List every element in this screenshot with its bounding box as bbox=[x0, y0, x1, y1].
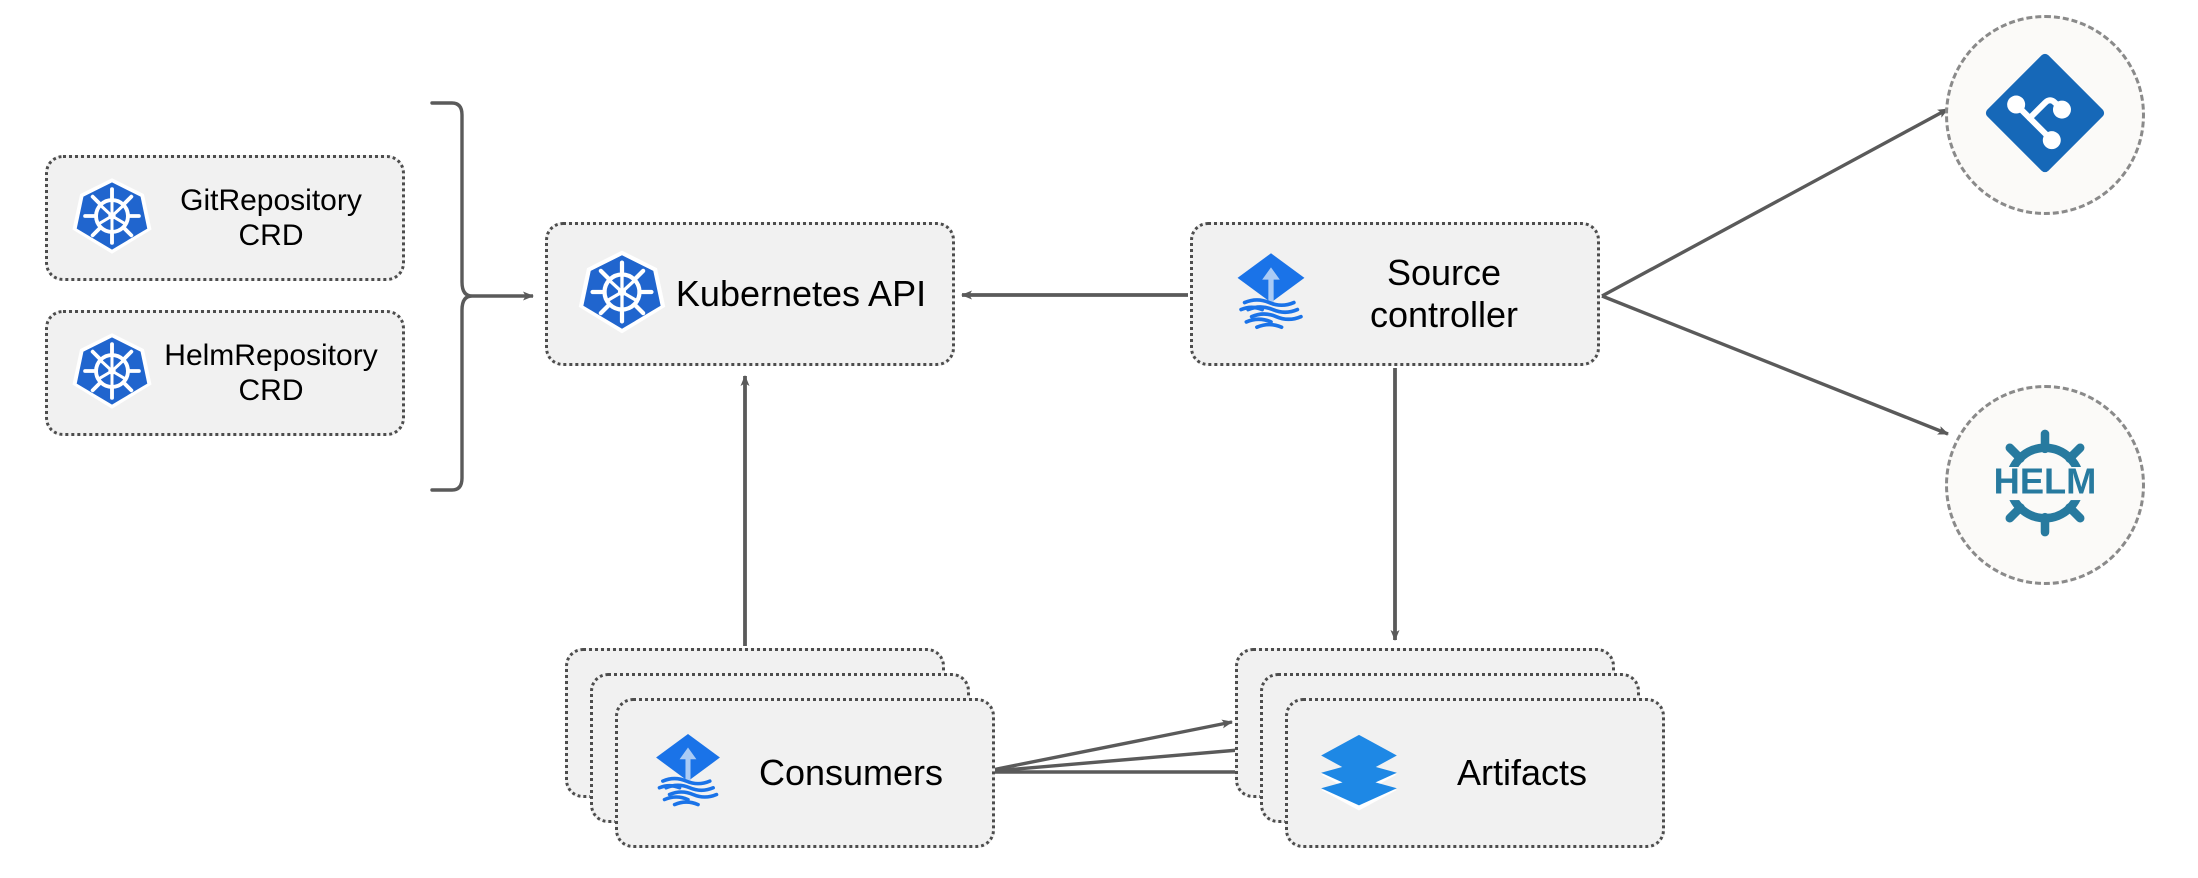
node-label: Artifacts bbox=[1456, 752, 1588, 793]
node-label: Source controller bbox=[1369, 251, 1519, 335]
node-consumers[interactable]: Consumers bbox=[565, 648, 1045, 878]
layers-icon bbox=[1316, 728, 1402, 819]
node-label: Kubernetes API bbox=[675, 272, 927, 314]
stack-layer-front[interactable]: Artifacts bbox=[1285, 698, 1665, 848]
node-artifacts[interactable]: Artifacts bbox=[1235, 648, 1715, 878]
node-source-controller[interactable]: Source controller bbox=[1190, 222, 1600, 366]
stack-layer-front[interactable]: Consumers bbox=[615, 698, 995, 848]
edge-source-to-helm bbox=[1601, 294, 1949, 436]
node-gitrepository-crd[interactable]: GitRepository CRD bbox=[45, 155, 405, 281]
kubernetes-icon bbox=[70, 329, 154, 418]
node-helmrepository-crd[interactable]: HelmRepository CRD bbox=[45, 310, 405, 436]
helm-wordmark: HELM bbox=[1994, 460, 2097, 501]
crd-group-brace bbox=[430, 101, 534, 492]
kubernetes-icon bbox=[576, 246, 668, 343]
helm-icon: HELM bbox=[1981, 419, 2109, 552]
flux-icon bbox=[646, 729, 730, 818]
kubernetes-icon bbox=[70, 174, 154, 263]
git-icon bbox=[1985, 53, 2105, 178]
node-helm-repository-source[interactable]: HELM bbox=[1945, 385, 2145, 585]
node-git-repository-source[interactable] bbox=[1945, 15, 2145, 215]
edge-source-to-git bbox=[1601, 107, 1949, 298]
node-kubernetes-api[interactable]: Kubernetes API bbox=[545, 222, 955, 366]
node-label: GitRepository CRD bbox=[180, 183, 362, 252]
node-label: HelmRepository CRD bbox=[164, 338, 378, 407]
flux-icon bbox=[1227, 248, 1315, 341]
node-label: Consumers bbox=[758, 752, 944, 793]
